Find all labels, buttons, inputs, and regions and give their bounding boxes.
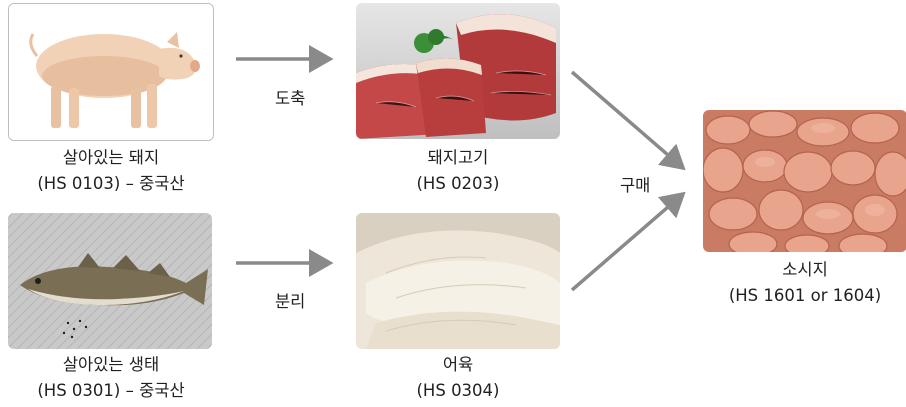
caption-live-pollock-code: (HS 0301) – 중국산	[10, 378, 212, 404]
caption-sausage-name: 소시지	[703, 257, 906, 283]
caption-live-pig-code: (HS 0103) – 중국산	[10, 171, 212, 197]
caption-pork: 돼지고기 (HS 0203)	[356, 145, 560, 197]
pork-meat-photo	[356, 3, 560, 139]
pork-illustration	[356, 3, 560, 139]
fish-illustration	[8, 213, 212, 349]
live-pig-photo	[8, 3, 214, 141]
caption-live-pig-name: 살아있는 돼지	[10, 145, 212, 171]
fillet-illustration	[356, 213, 560, 349]
caption-fish-fillet: 어육 (HS 0304)	[356, 352, 560, 404]
caption-fish-fillet-code: (HS 0304)	[356, 378, 560, 404]
caption-live-pollock: 살아있는 생태 (HS 0301) – 중국산	[10, 352, 212, 404]
caption-live-pollock-name: 살아있는 생태	[10, 352, 212, 378]
caption-sausage: 소시지 (HS 1601 or 1604)	[703, 257, 906, 309]
arrow-fillet-to-sausage	[572, 194, 683, 290]
edge-label-slaughter: 도축	[275, 85, 305, 109]
pig-illustration	[9, 4, 213, 140]
edge-label-separation: 분리	[275, 288, 305, 312]
sausage-illustration	[703, 110, 906, 252]
fish-fillet-photo	[356, 213, 560, 349]
caption-sausage-code: (HS 1601 or 1604)	[703, 283, 906, 309]
caption-live-pig: 살아있는 돼지 (HS 0103) – 중국산	[10, 145, 212, 197]
live-pollock-fish-photo	[8, 213, 212, 349]
caption-fish-fillet-name: 어육	[356, 352, 560, 378]
caption-pork-code: (HS 0203)	[356, 171, 560, 197]
sliced-sausage-photo	[703, 110, 906, 252]
caption-pork-name: 돼지고기	[356, 145, 560, 171]
edge-label-purchase: 구매	[620, 172, 650, 196]
arrow-pork-to-sausage	[572, 72, 683, 168]
